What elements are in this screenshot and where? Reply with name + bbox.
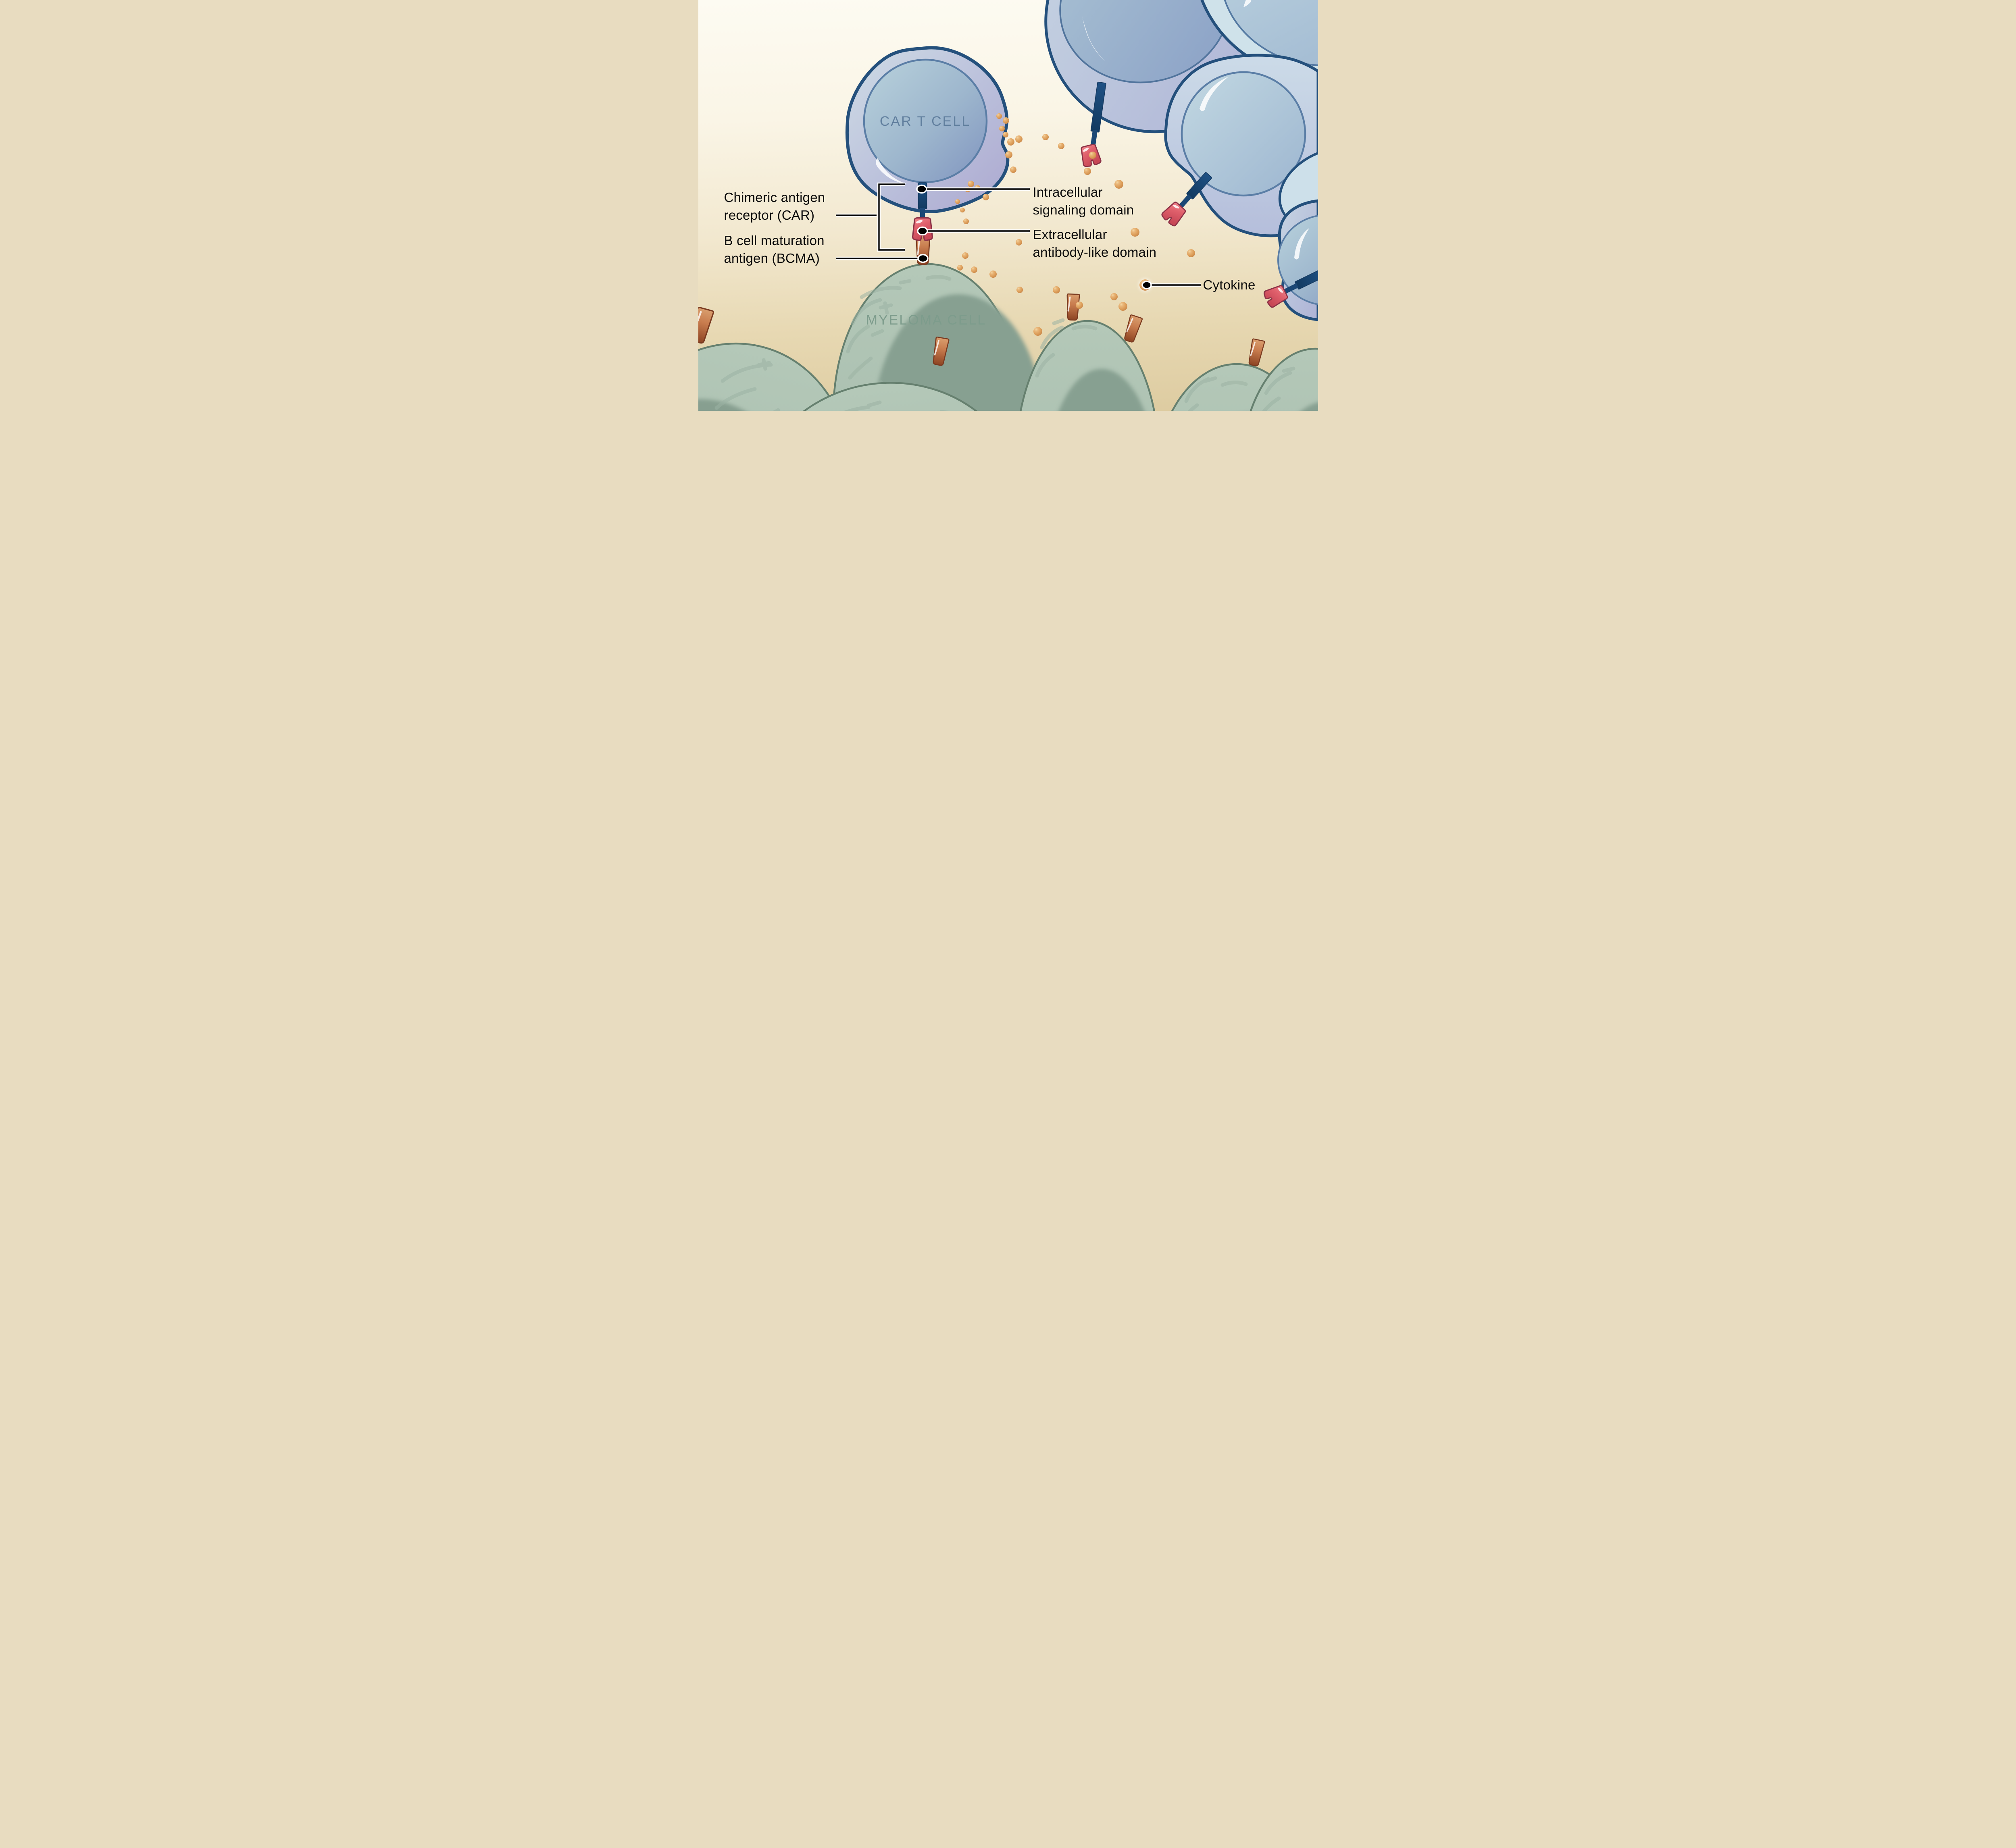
- cytokine-sphere: [960, 208, 965, 212]
- label-car: Chimeric antigen receptor (CAR): [724, 189, 825, 224]
- label-cytokine-line1: Cytokine: [1203, 277, 1256, 292]
- label-intracellular: Intracellular signaling domain: [1033, 183, 1134, 219]
- diagram-artwork: [698, 0, 1318, 411]
- nucleus-highlight: [1243, 0, 1252, 7]
- cell-texture: [1035, 318, 1097, 378]
- label-extracellular: Extracellular antibody-like domain: [1033, 226, 1157, 261]
- cytokine-sphere: [1015, 135, 1023, 143]
- cytokine-sphere: [1052, 286, 1060, 293]
- transmembrane-stalk: [920, 208, 925, 220]
- cell-texture: [1262, 366, 1295, 411]
- myeloma-cell-group: [698, 263, 1318, 411]
- cytokine-sphere: [1075, 302, 1083, 309]
- label-bcma: B cell maturation antigen (BCMA): [724, 232, 825, 267]
- cytokine-sphere: [1010, 166, 1016, 173]
- car-receptor-upper: [1078, 81, 1106, 169]
- nucleus-highlight: [875, 158, 908, 184]
- bcma-antigen-right-2: [1122, 314, 1143, 344]
- car-t-cell-bottom-right: [1262, 199, 1318, 321]
- annotation-lines: [835, 182, 1201, 289]
- cell-texture: [714, 358, 780, 411]
- car-receptor-bottom-right: [1262, 269, 1318, 309]
- cytokine-sphere: [1130, 228, 1139, 237]
- cell-texture: [1184, 376, 1248, 411]
- nucleus-highlight: [1199, 77, 1229, 111]
- label-bcma-line2: antigen (BCMA): [724, 251, 820, 266]
- car-t-cell-label: CAR T CELL: [879, 114, 971, 129]
- cell-texture: [844, 400, 949, 411]
- cytokine-sphere: [982, 194, 989, 200]
- cytokine-sphere: [1110, 293, 1118, 300]
- myeloma-cell-front: [752, 382, 1024, 411]
- myeloma-cell-right-1: [1019, 318, 1155, 411]
- illustration-canvas: CAR T CELL MYELOMA CELL Chimeric antigen…: [698, 0, 1318, 411]
- nucleus-highlight: [1294, 228, 1310, 260]
- cytokine-sphere: [1033, 327, 1042, 336]
- label-extracellular-line2: antibody-like domain: [1033, 245, 1157, 260]
- cytokine-sphere: [996, 113, 1002, 119]
- cytokine-sphere: [1114, 180, 1123, 189]
- intracellular-dot: [916, 184, 927, 194]
- cytokine-sphere: [971, 266, 977, 273]
- cytokine-sphere: [999, 126, 1005, 131]
- cytokine-sphere: [963, 219, 969, 224]
- cytokine-sphere: [1005, 151, 1012, 158]
- myeloma-cell-left: [698, 342, 852, 411]
- cytokine-sphere: [1042, 134, 1049, 140]
- cytokine-sphere: [1118, 302, 1127, 311]
- car-t-cell-group: [845, 0, 1318, 321]
- label-intracellular-line2: signaling domain: [1033, 202, 1134, 217]
- cytokine-sphere: [1187, 249, 1195, 257]
- label-cytokine: Cytokine: [1203, 276, 1256, 294]
- label-intracellular-line1: Intracellular: [1033, 185, 1103, 200]
- car-t-cell-main: [845, 46, 1009, 213]
- label-car-line1: Chimeric antigen: [724, 190, 825, 205]
- cytokine-sphere: [955, 199, 960, 204]
- bcma-dot: [917, 254, 929, 263]
- myeloma-cell-main: [832, 263, 1043, 411]
- cytokine-sphere: [1089, 152, 1096, 159]
- bcma-antigen-far-right: [1246, 338, 1265, 367]
- cytokine-sphere: [1083, 168, 1091, 175]
- cytokine-sphere: [1007, 138, 1014, 146]
- car-receptor-right: [1160, 172, 1212, 228]
- leader-lines: [835, 183, 1201, 286]
- cytokine-sphere: [1015, 239, 1022, 246]
- cytokine-sphere: [1002, 132, 1008, 137]
- label-extracellular-line1: Extracellular: [1033, 227, 1107, 242]
- extracellular-dot: [916, 226, 928, 236]
- bcma-antigen-left: [698, 307, 714, 344]
- label-car-line2: receptor (CAR): [724, 208, 815, 223]
- cytokine-sphere: [1016, 287, 1023, 293]
- cytokine-dot: [1141, 281, 1152, 289]
- cytokine-sphere: [957, 265, 963, 271]
- myeloma-cell-label: MYELOMA CELL: [866, 312, 987, 328]
- leader-dots: [916, 184, 1152, 289]
- myeloma-cell-far-right: [1250, 348, 1318, 411]
- cytokine-sphere: [967, 181, 974, 187]
- car-bracket: [878, 183, 905, 251]
- label-bcma-line1: B cell maturation: [724, 233, 825, 248]
- cytokine-sphere: [962, 252, 968, 259]
- cytokine-sphere: [1058, 143, 1064, 149]
- cytokine-sphere: [989, 271, 997, 278]
- cytokine-sphere: [1002, 117, 1009, 124]
